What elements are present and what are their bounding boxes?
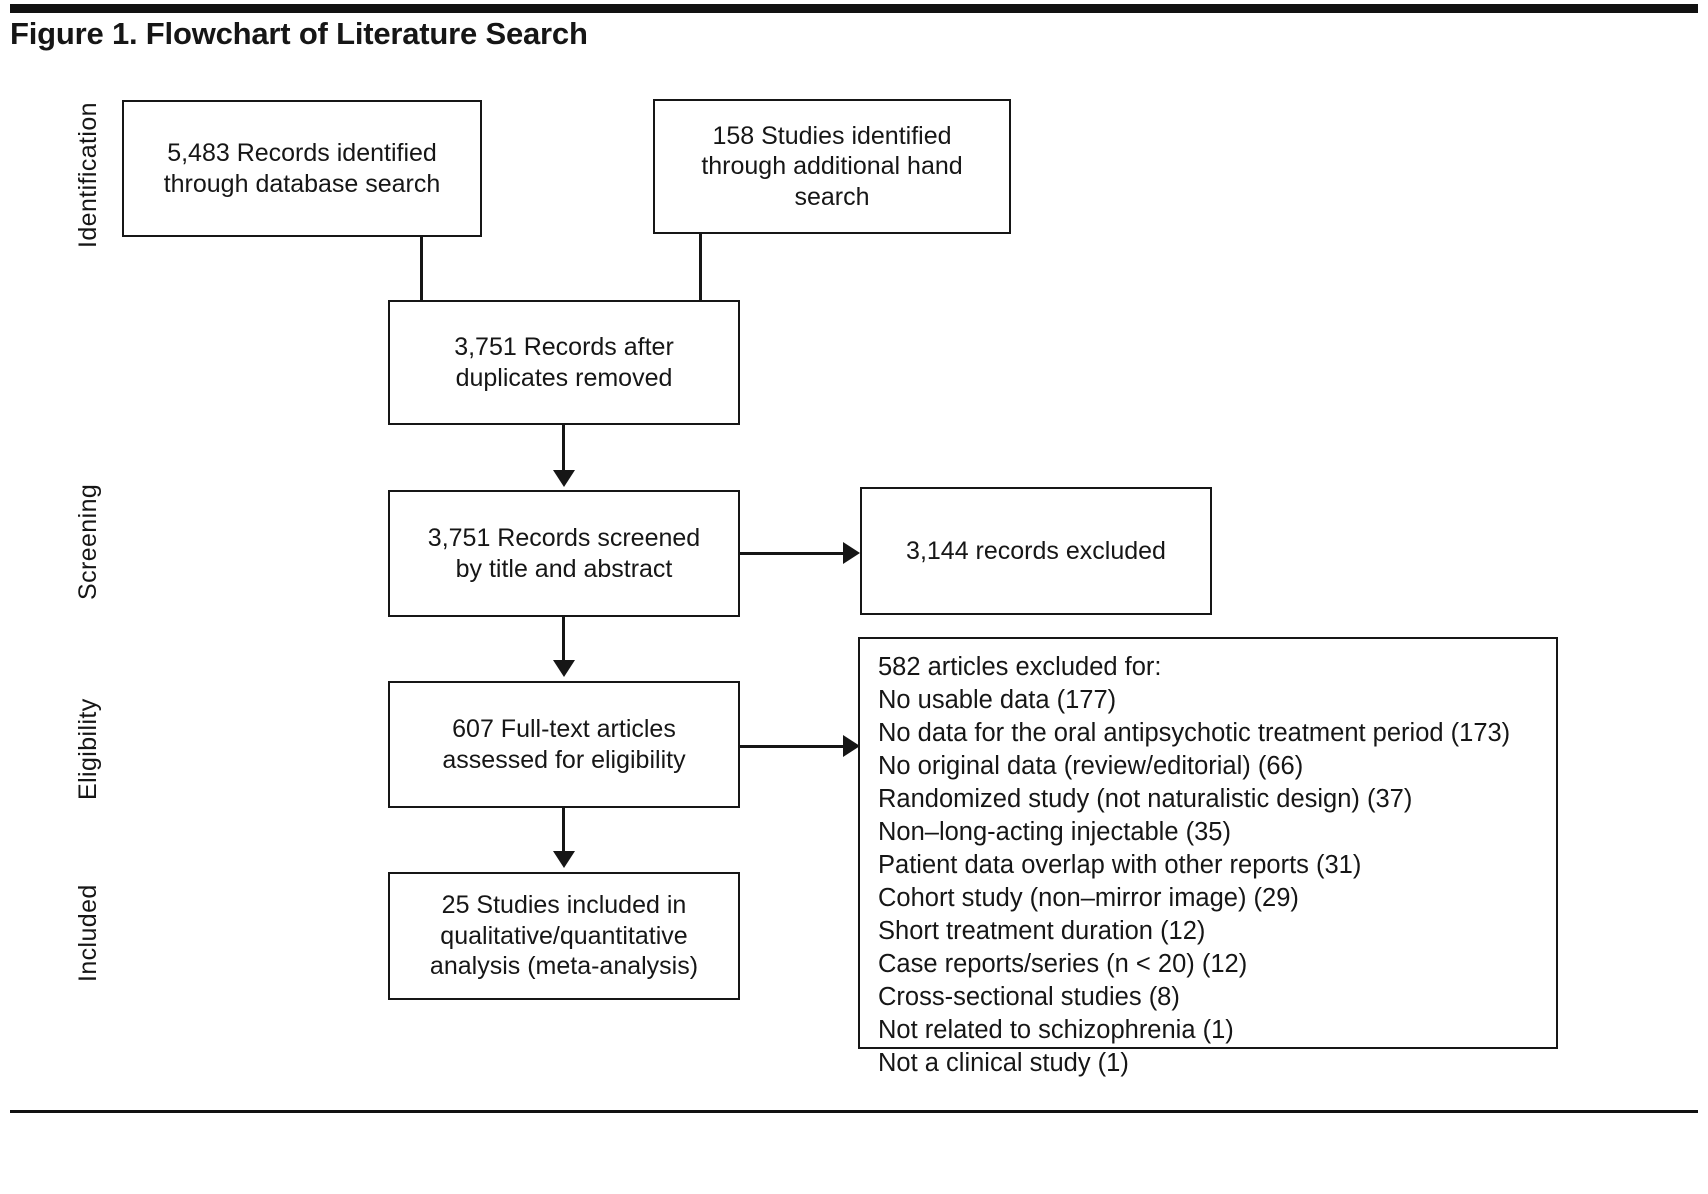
exclusion-reason-item: No original data (review/editorial) (66) — [878, 752, 1304, 781]
connector-database-to-duplicates — [420, 237, 423, 300]
exclusion-reason-item: Not related to schizophrenia (1) — [878, 1016, 1234, 1045]
top-rule — [10, 4, 1698, 13]
box-database-search: 5,483 Records identified through databas… — [122, 100, 482, 237]
box-exclusion-reasons: 582 articles excluded for: No usable dat… — [858, 637, 1558, 1077]
box-records-excluded: 3,144 records excluded — [860, 487, 1212, 615]
exclusion-reason-item: Cohort study (non–mirror image) (29) — [878, 884, 1299, 913]
box-records-screened: 3,751 Records screened by title and abst… — [388, 490, 740, 617]
exclusion-reason-item: Randomized study (not naturalistic desig… — [878, 785, 1413, 814]
connector-hand-to-duplicates — [699, 234, 702, 300]
exclusion-reason-item: Case reports/series (n < 20) (12) — [878, 950, 1248, 979]
arrow-duplicates-to-screened-icon — [553, 470, 575, 487]
exclusion-reason-item: Cross-sectional studies (8) — [878, 983, 1180, 1012]
box-hand-search-label: 158 Studies identified through additiona… — [701, 121, 963, 211]
connector-fulltext-to-exclusions — [740, 745, 846, 748]
connector-screened-to-excluded — [740, 552, 846, 555]
box-fulltext-assessed-label: 607 Full-text articles assessed for elig… — [442, 715, 686, 774]
exclusion-reason-item: Patient data overlap with other reports … — [878, 851, 1362, 880]
arrow-fulltext-to-exclusions-icon — [843, 735, 860, 757]
box-duplicates-removed: 3,751 Records after duplicates removed — [388, 300, 740, 425]
box-database-search-label: 5,483 Records identified through databas… — [163, 139, 441, 198]
arrow-screened-to-fulltext-icon — [553, 660, 575, 677]
stage-label-identification: Identification — [74, 102, 102, 248]
stage-label-screening: Screening — [74, 483, 102, 600]
stage-label-eligibility: Eligibility — [74, 698, 102, 800]
exclusion-reason-item: Short treatment duration (12) — [878, 917, 1206, 946]
stage-label-included: Included — [74, 884, 102, 982]
arrow-screened-to-excluded-icon — [843, 542, 860, 564]
box-records-screened-label: 3,751 Records screened by title and abst… — [427, 524, 701, 583]
exclusion-reason-item: No data for the oral antipsychotic treat… — [878, 719, 1511, 748]
connector-screened-to-fulltext — [562, 617, 565, 664]
box-duplicates-removed-label: 3,751 Records after duplicates removed — [454, 333, 674, 392]
exclusion-reason-item: Not a clinical study (1) — [878, 1049, 1129, 1078]
box-records-excluded-label: 3,144 records excluded — [906, 536, 1166, 565]
page-title: Figure 1. Flowchart of Literature Search — [10, 16, 588, 51]
bottom-rule — [10, 1110, 1698, 1113]
box-hand-search: 158 Studies identified through additiona… — [653, 99, 1011, 234]
exclusion-heading: 582 articles excluded for: — [878, 653, 1162, 681]
exclusion-reason-item: Non–long-acting injectable (35) — [878, 818, 1231, 847]
box-studies-included: 25 Studies included in qualitative/quant… — [388, 872, 740, 1000]
box-fulltext-assessed: 607 Full-text articles assessed for elig… — [388, 681, 740, 808]
box-studies-included-label: 25 Studies included in qualitative/quant… — [429, 891, 699, 981]
exclusion-reason-item: No usable data (177) — [878, 686, 1117, 715]
connector-fulltext-to-included — [562, 808, 565, 855]
connector-duplicates-to-screened — [562, 425, 565, 474]
arrow-fulltext-to-included-icon — [553, 851, 575, 868]
